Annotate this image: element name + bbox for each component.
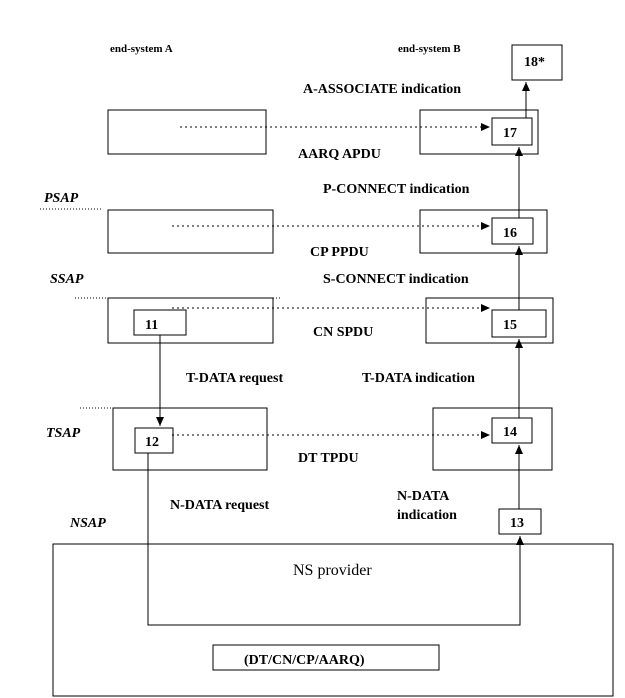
step-18-box bbox=[511, 44, 563, 81]
pdu-stack-label: (DT/CN/CP/AARQ) bbox=[244, 653, 365, 668]
system-a-presentation-entity bbox=[107, 209, 274, 254]
step-14-box bbox=[491, 417, 533, 444]
n-data-indication-label-line2: indication bbox=[397, 508, 457, 523]
header-end-system-b: end-system B bbox=[398, 43, 461, 55]
step-17-box bbox=[491, 117, 533, 146]
t-data-request-label: T-DATA request bbox=[186, 371, 283, 386]
step-13-box bbox=[498, 508, 542, 535]
step-13-label: 13 bbox=[510, 516, 524, 531]
step-14-label: 14 bbox=[503, 425, 517, 440]
step-16-box bbox=[491, 217, 534, 245]
ns-provider-title: NS provider bbox=[293, 562, 372, 579]
cp-ppdu-label: CP PPDU bbox=[310, 245, 369, 260]
step-15-box bbox=[491, 309, 547, 338]
header-end-system-a: end-system A bbox=[110, 43, 173, 55]
step-11-box bbox=[133, 309, 187, 336]
step-18-label: 18* bbox=[524, 55, 545, 70]
system-a-session-entity bbox=[107, 297, 274, 344]
tsap-label: TSAP bbox=[46, 426, 81, 441]
step-16-label: 16 bbox=[503, 226, 517, 241]
p-connect-indication-label: P-CONNECT indication bbox=[323, 182, 470, 197]
t-data-indication-label: T-DATA indication bbox=[362, 371, 475, 386]
step-12-label: 12 bbox=[145, 435, 159, 450]
nsap-label: NSAP bbox=[69, 516, 106, 531]
a-associate-indication-label: A-ASSOCIATE indication bbox=[303, 82, 461, 97]
cn-spdu-label: CN SPDU bbox=[313, 325, 373, 340]
step-15-label: 15 bbox=[503, 318, 517, 333]
arrow-12-through-provider-to-13 bbox=[147, 453, 524, 626]
step-12-box bbox=[134, 427, 174, 454]
aarq-apdu-label: AARQ APDU bbox=[298, 147, 381, 162]
dt-tpdu-label: DT TPDU bbox=[298, 451, 359, 466]
ssap-label: SSAP bbox=[50, 272, 84, 287]
step-11-label: 11 bbox=[145, 318, 158, 333]
s-connect-indication-label: S-CONNECT indication bbox=[323, 272, 469, 287]
n-data-request-label: N-DATA request bbox=[170, 498, 270, 513]
n-data-indication-label-line1: N-DATA bbox=[397, 489, 450, 504]
step-17-label: 17 bbox=[503, 126, 517, 141]
psap-label: PSAP bbox=[44, 191, 79, 206]
system-a-application-entity bbox=[107, 109, 267, 155]
pdu-stack-box bbox=[212, 644, 440, 671]
